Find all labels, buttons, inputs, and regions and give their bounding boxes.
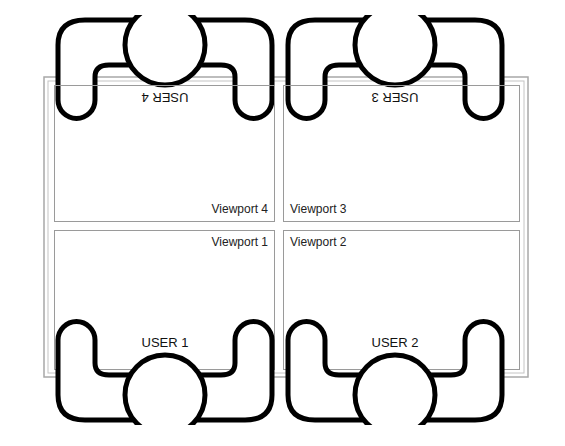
viewport-label: Viewport 3 — [290, 202, 346, 217]
viewport-box: Viewport 4 — [54, 85, 275, 222]
user-figure: USER 2 — [285, 315, 505, 425]
viewport-label: Viewport 2 — [290, 235, 346, 250]
person-head — [125, 355, 205, 425]
viewport-box: Viewport 3 — [283, 85, 520, 222]
table-inner-edge — [48, 81, 524, 373]
viewport-label: Viewport 4 — [212, 202, 268, 217]
viewport-label: Viewport 1 — [212, 235, 268, 250]
user-label: USER 3 — [285, 89, 505, 105]
user-label: USER 1 — [55, 335, 275, 351]
person-head — [125, 15, 205, 85]
person-head — [355, 355, 435, 425]
user-label: USER 2 — [285, 335, 505, 351]
table-edge — [44, 77, 528, 377]
user-figure: USER 3 — [285, 15, 505, 125]
user-label: USER 4 — [55, 89, 275, 105]
person-outline — [55, 315, 275, 425]
person-outline — [55, 15, 275, 125]
user-figure: USER 4 — [55, 15, 275, 125]
person-outline — [285, 315, 505, 425]
user-figure: USER 1 — [55, 315, 275, 425]
person-outline — [285, 15, 505, 125]
person-head — [355, 15, 435, 85]
